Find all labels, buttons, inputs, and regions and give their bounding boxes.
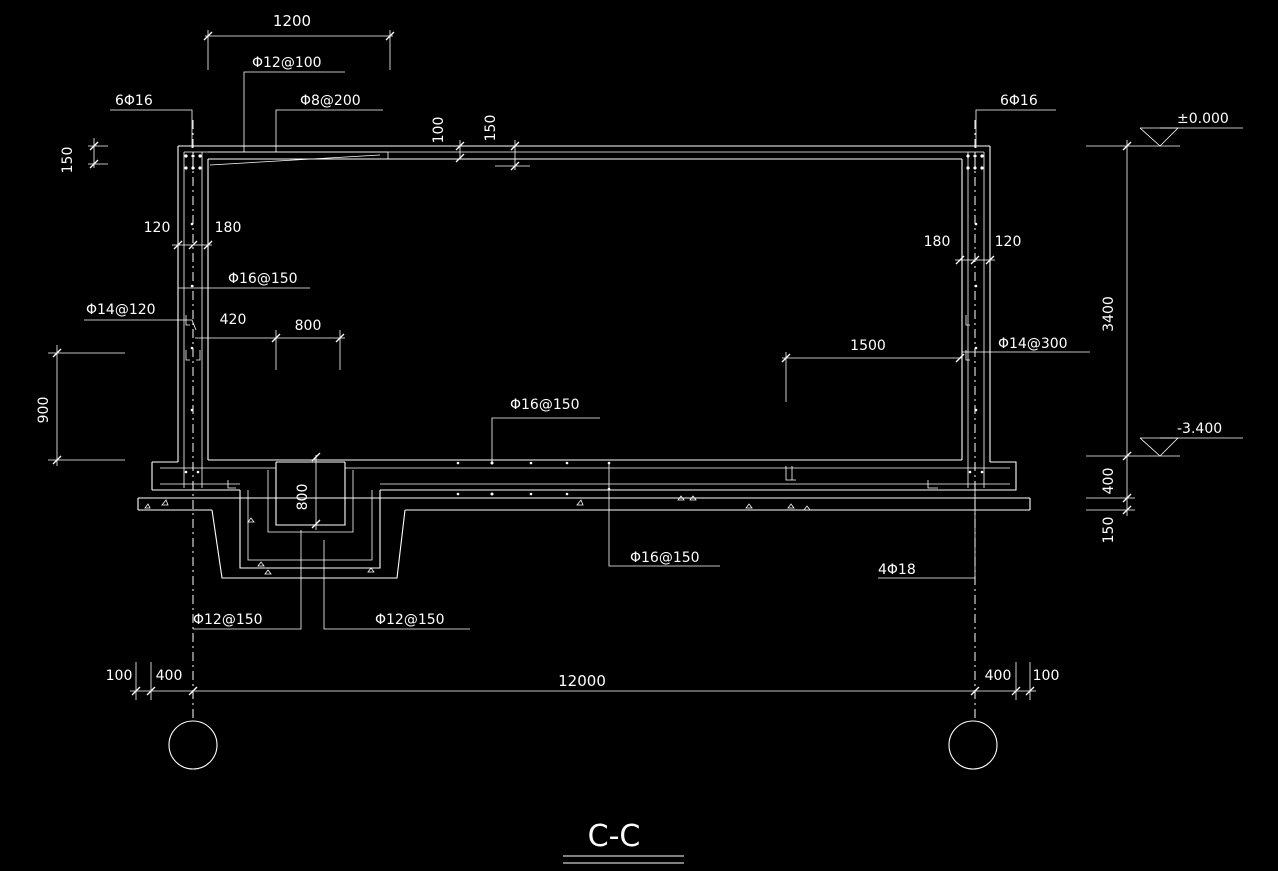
rebar-phi12-150-b: Φ12@150: [375, 612, 445, 628]
section-title: C-C: [563, 819, 684, 864]
dim-150-left: 150: [60, 147, 76, 174]
dim-100-bottom-left: 100: [106, 668, 133, 684]
section-title-text: C-C: [588, 819, 641, 854]
concrete-hatch: [144, 154, 984, 575]
axis-bubble-right: [948, 720, 998, 770]
dim-400-bottom-left: 400: [156, 668, 183, 684]
level-bottom: -3.400: [1177, 421, 1222, 437]
rebar-phi12-100: Φ12@100: [252, 55, 322, 71]
dim-100-roof: 100: [431, 117, 447, 144]
dim-1200: 1200: [273, 12, 311, 30]
dim-100-bottom-right: 100: [1033, 668, 1060, 684]
dim-800-pit: 800: [295, 484, 311, 511]
rebar-phi14-300: Φ14@300: [998, 336, 1068, 352]
axis-bubble-left: [168, 720, 218, 770]
dim-400-base: 400: [1101, 468, 1117, 495]
level-top: ±0.000: [1177, 111, 1229, 127]
dim-120-right: 120: [995, 234, 1022, 250]
dim-800: 800: [295, 318, 322, 334]
rebar-phi16-150-slab-bot: Φ16@150: [630, 550, 700, 566]
dim-150-roof: 150: [483, 115, 499, 142]
dim-900: 900: [36, 397, 52, 424]
rebar-6phi16-left: 6Φ16: [115, 93, 153, 109]
dim-150-base: 150: [1101, 517, 1117, 544]
rebar-leaders: [84, 71, 1090, 630]
rebar-text: 6Φ16 Φ12@100 Φ8@200 6Φ16 Φ16@150 Φ14@120…: [86, 55, 1068, 628]
rebar-phi14-120: Φ14@120: [86, 302, 156, 318]
axis-lines: [168, 120, 998, 770]
dim-3400: 3400: [1101, 296, 1117, 332]
dim-180-right: 180: [924, 234, 951, 250]
rebar-phi16-150-slab-top: Φ16@150: [510, 397, 580, 413]
dim-400-bottom-right: 400: [985, 668, 1012, 684]
rebar-phi8-200: Φ8@200: [300, 93, 361, 109]
dimension-lines: [48, 30, 1243, 700]
dim-180-left: 180: [215, 220, 242, 236]
rebar-phi12-150-a: Φ12@150: [193, 612, 263, 628]
rebar-4phi18: 4Φ18: [878, 562, 916, 578]
level-text: ±0.000 -3.400: [1177, 111, 1229, 437]
rebar-6phi16-right: 6Φ16: [1000, 93, 1038, 109]
structure-outline: [137, 145, 1031, 579]
rebar-phi16-150-wall: Φ16@150: [228, 271, 298, 287]
dim-420: 420: [220, 312, 247, 328]
dim-120-left: 120: [144, 220, 171, 236]
dim-1500: 1500: [850, 338, 886, 354]
dimension-text: 1200 150 100 150 120 180 420 800 900 180…: [36, 12, 1117, 690]
dim-12000: 12000: [558, 672, 606, 690]
